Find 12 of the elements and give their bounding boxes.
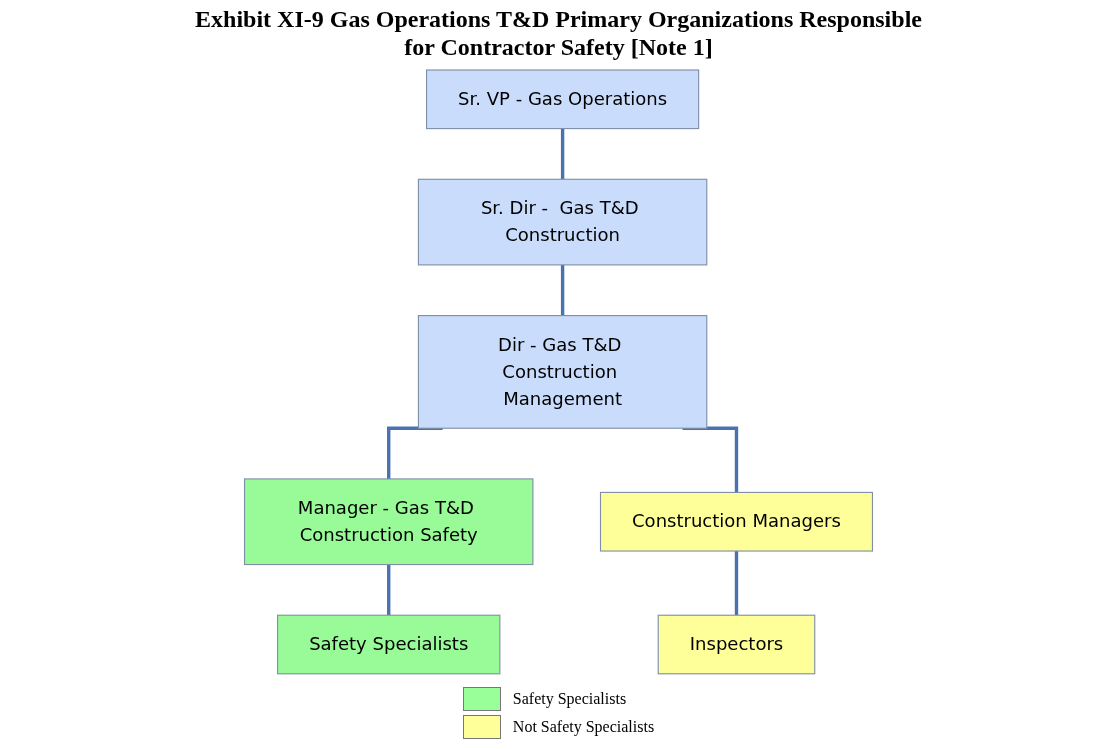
legend-label: Safety Specialists (512, 690, 627, 708)
legend-label: Not Safety Specialists (512, 718, 655, 736)
node-box: Manager - Gas T&D Construction Safety (243, 478, 534, 566)
node-box: Sr. Dir - Gas T&D Construction (417, 178, 708, 266)
node-box: Inspectors (657, 614, 816, 675)
connector (560, 127, 565, 180)
node-box: Dir - Gas T&D Construction Management (417, 315, 708, 429)
connector (387, 563, 391, 616)
node-box: Safety Specialists (277, 614, 501, 675)
node-box: Sr. VP - Gas Operations (425, 69, 700, 130)
diagram-title: Exhibit XI-9 Gas Operations T&D Primary Organizations Responsible for Contractor Safety [Note 1] (194, 6, 923, 62)
node-box: Construction Managers (599, 492, 874, 552)
